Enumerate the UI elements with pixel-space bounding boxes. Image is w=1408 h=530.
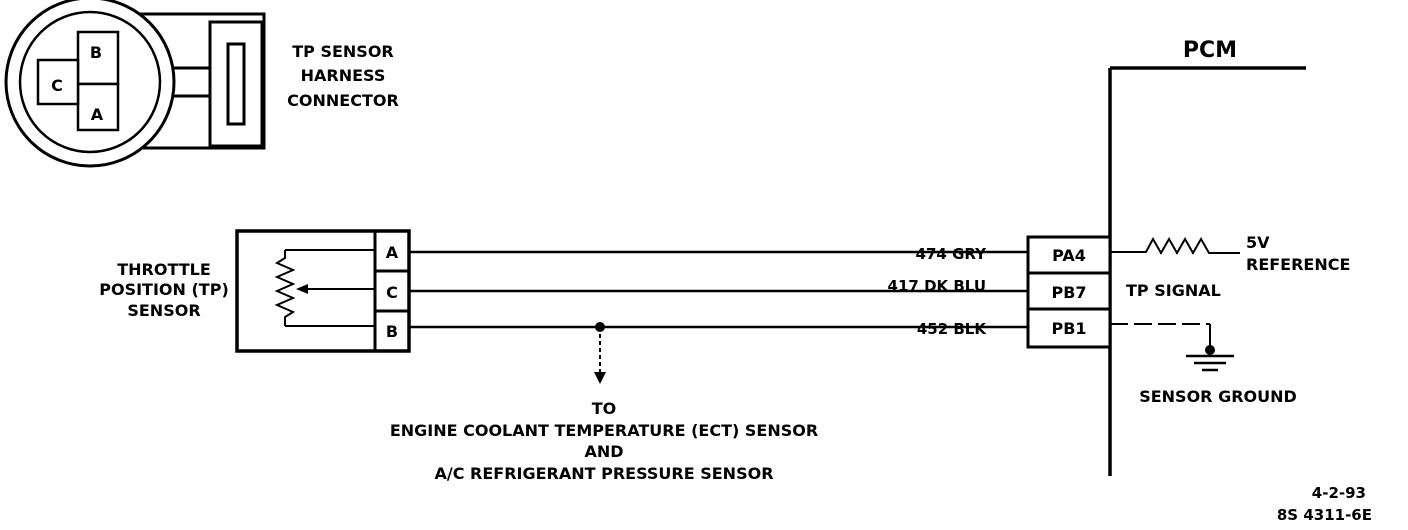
sensor-pin-a: A — [386, 243, 399, 262]
footer: 4-2-93 8S 4311-6E — [1277, 484, 1372, 524]
tp-sensor-label: THROTTLE POSITION (TP) SENSOR — [99, 260, 229, 320]
destination-line: TO — [592, 399, 617, 418]
wire-417-dk-blu: 417 DK BLU — [409, 277, 1028, 295]
footer-code: 8S 4311-6E — [1277, 506, 1372, 524]
pcm-pin-pb7: PB7 — [1051, 283, 1086, 302]
wire-label: 474 GRY — [916, 245, 988, 263]
reference-label-line: 5V — [1246, 233, 1270, 252]
wire-474-gry: 474 GRY — [409, 245, 1028, 263]
sensor-pin-b: B — [386, 322, 398, 341]
reference-resistor — [1110, 236, 1240, 256]
harness-connector: B C A — [4, 0, 266, 168]
pcm-title: PCM — [1183, 38, 1237, 63]
connector-title-line: HARNESS — [301, 66, 386, 85]
pcm-pin-block — [1026, 307, 1112, 349]
wire-452-blk: 452 BLK — [409, 320, 1028, 384]
tp-sensor: A C B — [235, 229, 411, 353]
destination-line: ENGINE COOLANT TEMPERATURE (ECT) SENSOR — [390, 421, 818, 440]
pcm: PCM PA4 PB7 PB1 5V REFERENCE TP SIGNAL S… — [1026, 38, 1350, 476]
connector-pin-b: B — [90, 43, 102, 62]
destination-line: A/C REFRIGERANT PRESSURE SENSOR — [434, 464, 773, 483]
wire-label: 452 BLK — [917, 320, 988, 338]
reference-label-line: REFERENCE — [1246, 255, 1350, 274]
sensor-ground-label: SENSOR GROUND — [1139, 387, 1297, 406]
connector-latch-slot — [226, 42, 246, 126]
connector-pin-a: A — [91, 105, 104, 124]
tp-signal-label: TP SIGNAL — [1126, 281, 1221, 300]
sensor-label-line: POSITION (TP) — [99, 280, 229, 299]
potentiometer-symbol — [274, 249, 375, 327]
connector-cavity-c — [36, 58, 80, 106]
destination-line: AND — [584, 442, 623, 461]
sensor-label-line: SENSOR — [127, 301, 200, 320]
pcm-pin-block — [1026, 271, 1112, 311]
pcm-pin-pa4: PA4 — [1052, 246, 1086, 265]
connector-title-line: TP SENSOR — [292, 42, 394, 61]
sensor-pin-c: C — [386, 283, 398, 302]
wire-label: 417 DK BLU — [888, 277, 986, 295]
splice-arrow — [594, 372, 606, 384]
destination-note: TO ENGINE COOLANT TEMPERATURE (ECT) SENS… — [390, 399, 818, 483]
sensor-label-line: THROTTLE — [117, 260, 211, 279]
ground-symbol — [1110, 323, 1234, 372]
connector-title-line: CONNECTOR — [287, 91, 399, 110]
footer-date: 4-2-93 — [1312, 484, 1366, 502]
connector-title: TP SENSOR HARNESS CONNECTOR — [287, 42, 399, 110]
connector-pin-c: C — [51, 76, 63, 95]
connector-cavity-a — [76, 82, 120, 132]
pcm-pin-pb1: PB1 — [1051, 319, 1086, 338]
